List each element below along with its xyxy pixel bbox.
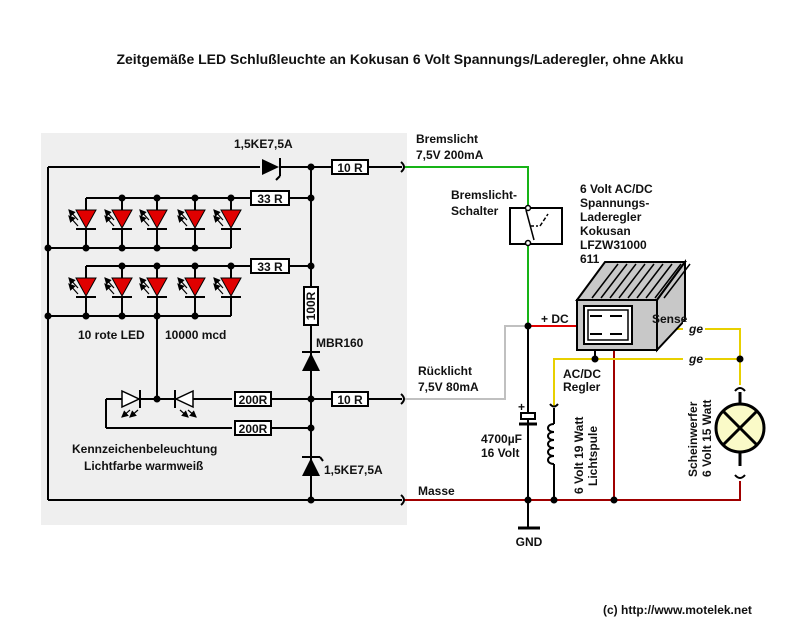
brake-light-label: Bremslicht	[416, 132, 478, 146]
resistor-vertical-label: 100R	[304, 291, 318, 320]
svg-text:LFZW31000: LFZW31000	[580, 238, 647, 252]
red-led	[104, 262, 133, 320]
heatsink-fin	[618, 263, 646, 299]
resistor-row1: 33 R	[250, 190, 290, 206]
brake-switch	[509, 204, 563, 247]
red-led	[139, 194, 168, 252]
heatsink-fin	[663, 263, 691, 299]
acdc-regulator-label-2: Regler	[563, 380, 601, 394]
resistor-brake-label: 10 R	[337, 161, 363, 175]
resistor-plate-2-label: 200R	[239, 422, 268, 436]
zener-bottom-label: 1,5KE7,5A	[324, 463, 383, 477]
plus-dc-label: + DC	[541, 312, 569, 326]
capacitor-value: 4700µF	[481, 432, 522, 446]
regulator-body	[575, 258, 691, 353]
resistor-plate-1-label: 200R	[239, 393, 268, 407]
diagram-title: Zeitgemäße LED Schlußleuchte an Kokusan …	[116, 51, 683, 67]
plate-led-left	[121, 389, 141, 418]
terminal-connectors	[398, 161, 405, 506]
capacitor-voltage: 16 Volt	[481, 446, 519, 460]
ground-label: Masse	[418, 484, 455, 498]
heatsink-fin	[636, 263, 664, 299]
resistor-row2: 33 R	[250, 258, 290, 274]
diode-mbr160-label: MBR160	[316, 336, 364, 350]
ge-label-bg-1	[683, 322, 705, 336]
wire-color-label-2: ge	[688, 352, 703, 366]
plate-light-label-1: Kennzeichenbeleuchtung	[72, 442, 217, 456]
resistor-tail: 10 R	[331, 391, 369, 407]
red-led	[139, 262, 168, 320]
ac-wire	[553, 358, 740, 406]
capacitor: +	[518, 400, 537, 426]
lamp-label-2: 6 Volt 15 Watt	[700, 400, 714, 477]
zener-top-label: 1,5KE7,5A	[234, 137, 293, 151]
lamp-label-1: Scheinwerfer	[686, 401, 700, 477]
brake-switch-label-2: Schalter	[451, 204, 499, 218]
external-junctions	[524, 322, 744, 504]
red-led	[177, 194, 206, 252]
tail-light-rating: 7,5V 80mA	[418, 380, 479, 394]
ground-wire	[404, 481, 741, 501]
ge-label-bg-2	[683, 352, 705, 366]
heatsink-fin	[645, 263, 673, 299]
diode-mbr160	[302, 351, 320, 371]
acdc-regulator-label-1: AC/DC	[563, 367, 601, 381]
heatsink-fin	[654, 263, 682, 299]
zener-diode-top	[262, 158, 281, 181]
resistor-tail-label: 10 R	[337, 393, 363, 407]
red-led	[68, 198, 97, 252]
led-brightness-label: 10000 mcd	[165, 328, 226, 342]
led-array	[68, 194, 242, 320]
headlight-lamp	[714, 387, 766, 479]
zener-diode-bottom	[302, 456, 324, 476]
plate-light-label-2: Lichtfarbe warmweiß	[84, 459, 203, 473]
red-led	[213, 262, 242, 316]
heatsink-fin	[609, 263, 637, 299]
red-led	[68, 266, 97, 320]
svg-text:611: 611	[580, 252, 600, 266]
coil-label-2: Lichtspule	[586, 426, 600, 486]
copyright-footer: (c) http://www.motelek.net	[603, 603, 752, 617]
heatsink-fin	[600, 263, 628, 299]
regulator-label: 6 Volt AC/DC Spannungs- Laderegler Kokus…	[580, 182, 653, 266]
red-led	[213, 194, 242, 248]
gnd-label: GND	[516, 535, 543, 549]
plate-led-right	[174, 389, 197, 418]
svg-text:Spannungs-: Spannungs-	[580, 196, 649, 210]
resistor-plate-2: 200R	[234, 420, 272, 436]
brake-switch-label-1: Bremslicht-	[451, 188, 517, 202]
tail-wire	[404, 325, 528, 400]
svg-text:6 Volt AC/DC: 6 Volt AC/DC	[580, 182, 653, 196]
board-wiring	[47, 166, 398, 501]
heatsink-fin	[627, 263, 655, 299]
svg-text:Kokusan: Kokusan	[580, 224, 631, 238]
resistor-vertical: 100R	[303, 286, 319, 326]
brake-wire	[404, 166, 529, 207]
red-led	[177, 262, 206, 320]
resistor-plate-1: 200R	[234, 391, 272, 407]
resistor-brake: 10 R	[331, 159, 369, 175]
coil-label-1: 6 Volt 19 Watt	[572, 417, 586, 494]
brake-light-rating: 7,5V 200mA	[416, 148, 484, 162]
lighting-coil	[547, 403, 559, 500]
wire-color-label-1: ge	[688, 322, 703, 336]
capacitor-plus: +	[518, 400, 525, 414]
led-count-label: 10 rote LED	[78, 328, 145, 342]
board-junctions	[44, 163, 315, 504]
tail-light-label: Rücklicht	[418, 364, 472, 378]
red-led	[104, 194, 133, 252]
resistor-row1-label: 33 R	[257, 192, 283, 206]
heatsink-fin	[591, 263, 619, 299]
sense-label: Sense	[652, 312, 688, 326]
svg-text:Laderegler: Laderegler	[580, 210, 642, 224]
resistor-row2-label: 33 R	[257, 260, 283, 274]
